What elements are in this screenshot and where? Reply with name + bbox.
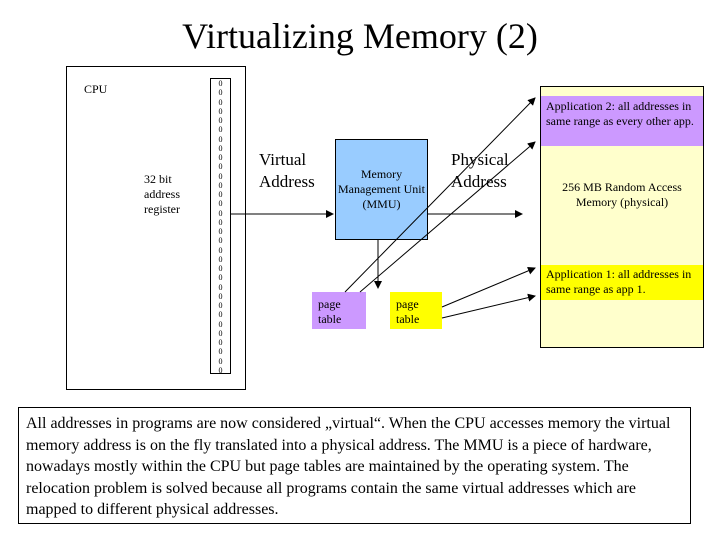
memory-label: 256 MB Random Access Memory (physical) — [562, 180, 682, 209]
slide-title: Virtualizing Memory (2) — [182, 16, 538, 56]
register-bit: 0 — [218, 190, 223, 199]
register-bit: 0 — [218, 227, 223, 236]
register-bit: 0 — [218, 328, 223, 338]
register-bit: 0 — [218, 79, 223, 88]
register-bit: 0 — [218, 88, 223, 98]
app1-region: Application 1: all addresses in same ran… — [541, 265, 703, 300]
arrow-pt1-to-app2-b — [359, 141, 536, 293]
register-bit: 0 — [218, 365, 223, 374]
register-bit: 0 — [218, 97, 223, 107]
register-bit: 0 — [218, 254, 223, 264]
register-bit: 0 — [218, 199, 223, 209]
register-bit: 0 — [218, 245, 223, 255]
register-bit: 0 — [218, 264, 223, 273]
register-bit: 0 — [218, 356, 223, 366]
register-bit: 0 — [218, 106, 223, 116]
register-bit: 0 — [218, 180, 223, 190]
register-bit: 0 — [218, 171, 223, 181]
register-bit: 0 — [218, 153, 223, 162]
virtual-address-label: Virtual Address — [259, 150, 315, 191]
arrow-pt2-to-app1-b — [441, 293, 536, 319]
physical-address-label: Physical Address — [451, 150, 509, 191]
register-bit: 0 — [218, 338, 223, 347]
arrow-pt2-to-app1-a — [441, 267, 536, 308]
register-bit: 0 — [218, 282, 223, 292]
cpu-box — [66, 66, 246, 390]
register-bit: 0 — [218, 162, 223, 172]
page-table-1: page table — [312, 292, 366, 329]
register-bit: 0 — [218, 116, 223, 125]
register-bit: 0 — [218, 236, 223, 246]
register-bit: 0 — [218, 347, 223, 357]
register-bit: 0 — [218, 125, 223, 135]
register-bit: 0 — [218, 291, 223, 301]
register-bit: 0 — [218, 319, 223, 329]
register-bit: 0 — [218, 143, 223, 153]
arrow-pt1-to-app2-a — [344, 97, 536, 293]
register-bit: 0 — [218, 208, 223, 218]
app2-region: Application 2: all addresses in same ran… — [541, 96, 703, 146]
cpu-label: CPU — [84, 82, 108, 96]
register-label: 32 bit address register — [144, 172, 180, 216]
register-bit: 0 — [218, 273, 223, 283]
register-bit: 0 — [218, 134, 223, 144]
register-bit: 0 — [218, 310, 223, 320]
register-bit: 0 — [218, 301, 223, 310]
register-bit: 0 — [218, 217, 223, 227]
page-table-2: page table — [390, 292, 442, 329]
explanation-caption: All addresses in programs are now consid… — [18, 407, 691, 524]
